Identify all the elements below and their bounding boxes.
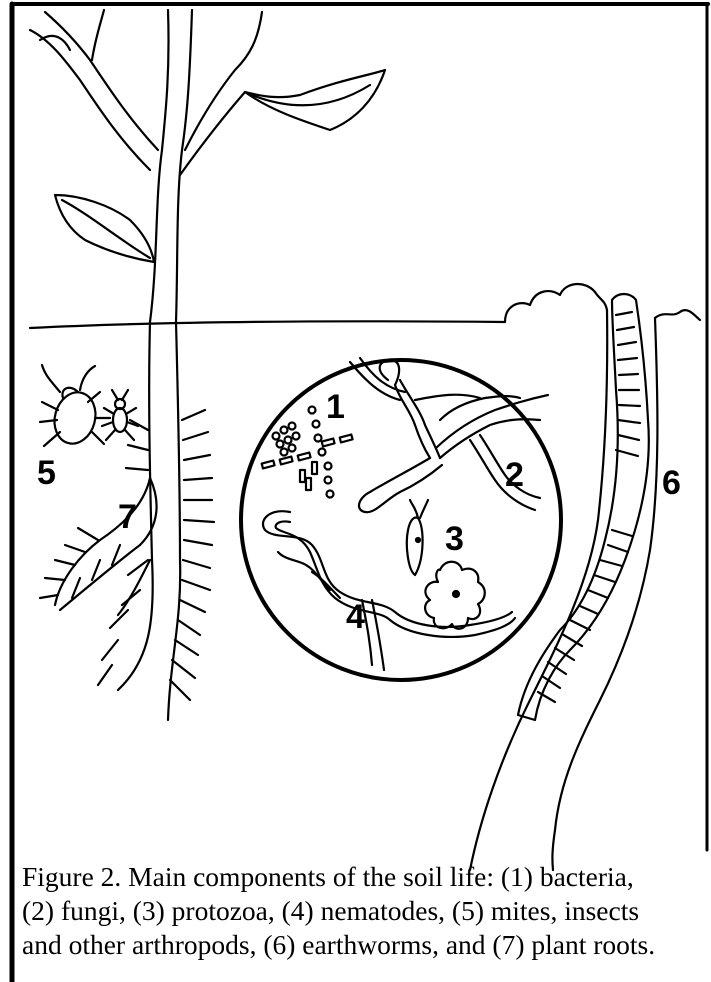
label-bacteria: 1 xyxy=(326,388,345,426)
label-protozoa: 3 xyxy=(445,520,464,558)
label-mites: 5 xyxy=(37,454,56,492)
ground-mound-right xyxy=(655,310,700,320)
magnified-view xyxy=(241,360,561,680)
caption-line-1: Figure 2. Main components of the soil li… xyxy=(22,860,702,894)
label-fungi: 2 xyxy=(505,456,524,494)
ground-line xyxy=(30,321,505,328)
caption-line-3: and other arthropods, (6) earthworms, an… xyxy=(22,928,702,962)
label-earthworms: 6 xyxy=(662,464,681,502)
label-nematodes: 4 xyxy=(346,598,365,636)
ground-mound xyxy=(505,284,607,322)
figure-caption: Figure 2. Main components of the soil li… xyxy=(22,860,702,962)
plant-shoot xyxy=(30,10,385,322)
mite-drawing xyxy=(40,365,110,448)
label-plant-roots: 7 xyxy=(118,498,137,536)
caption-line-2: (2) fungi, (3) protozoa, (4) nematodes, … xyxy=(22,894,702,928)
insect-drawing xyxy=(102,390,138,440)
earthworm-drawing xyxy=(470,294,657,870)
